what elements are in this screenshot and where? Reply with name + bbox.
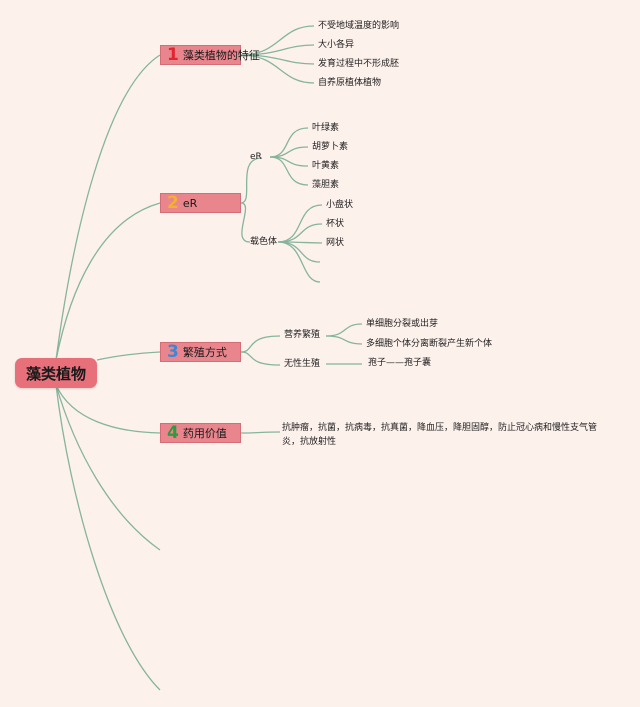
leaf-node[interactable]: 叶绿素 xyxy=(312,123,340,133)
branch-number: 3 xyxy=(167,341,179,362)
link-b2g2-leaf-5 xyxy=(277,241,321,283)
leaf-node[interactable]: 网状 xyxy=(326,238,345,248)
branch-3[interactable]: 3 繁殖方式 xyxy=(160,342,241,362)
leaf-node[interactable]: 大小各异 xyxy=(318,40,355,50)
leaf-node[interactable]: 不受地域温度的影响 xyxy=(318,21,400,31)
branch-1[interactable]: 1 藻类植物的特征 xyxy=(160,44,260,65)
link-root-empty-2 xyxy=(55,384,161,691)
link-b2-group-2 xyxy=(240,202,251,243)
link-b2-group-1 xyxy=(240,157,263,204)
link-b3-group-1 xyxy=(240,335,281,353)
branch-label: 繁殖方式 xyxy=(182,346,227,359)
link-root-branch-2 xyxy=(55,202,161,361)
link-root-empty-1 xyxy=(55,384,161,551)
leaf-node[interactable]: 小盘状 xyxy=(326,200,354,210)
link-b2g1-leaf-1 xyxy=(269,127,309,158)
root-topic[interactable]: 藻类植物 xyxy=(15,358,97,388)
description-node[interactable]: 抗肿瘤，抗菌，抗病毒，抗真菌，降血压，降胆固醇，防止冠心病和慢性支气管炎，抗放射… xyxy=(282,423,598,447)
link-b3g1-leaf-2 xyxy=(325,335,363,345)
leaf-node[interactable]: 发育过程中不形成胚 xyxy=(318,59,400,69)
leaf-node[interactable]: 胡萝卜素 xyxy=(312,142,349,152)
branch-label: 药用价值 xyxy=(182,427,227,440)
group-node[interactable]: 无性生殖 xyxy=(284,359,321,369)
group-node[interactable]: 营养繁殖 xyxy=(284,330,321,340)
link-b2g2-leaf-2 xyxy=(277,223,323,243)
leaf-node[interactable]: 叶黄素 xyxy=(312,161,340,171)
branch-number: 4 xyxy=(167,422,179,443)
link-b4-description xyxy=(240,431,281,434)
leaf-node[interactable]: 孢子——孢子囊 xyxy=(368,358,432,368)
link-b3-group-2 xyxy=(240,351,281,366)
leaf-node[interactable]: 藻胆素 xyxy=(312,180,340,190)
link-root-branch-4 xyxy=(55,384,161,434)
group-node[interactable]: eR xyxy=(250,152,262,162)
branch-label: 藻类植物的特征 xyxy=(182,49,260,62)
link-b1-leaf-4 xyxy=(240,54,315,84)
branch-2[interactable]: 2 eR xyxy=(160,193,241,213)
branch-number: 1 xyxy=(167,44,179,65)
link-b2g2-leaf-1 xyxy=(277,204,323,243)
link-root-branch-1 xyxy=(55,54,161,361)
link-b2g1-leaf-4 xyxy=(269,156,309,186)
branch-4[interactable]: 4 药用价值 xyxy=(160,423,241,443)
leaf-node[interactable]: 单细胞分裂或出芽 xyxy=(366,319,439,329)
link-root-branch-3 xyxy=(96,351,161,361)
branch-number: 2 xyxy=(167,192,179,213)
link-b3g1-leaf-1 xyxy=(325,323,363,337)
leaf-node[interactable]: 杯状 xyxy=(326,219,345,229)
branch-label: eR xyxy=(182,196,198,210)
link-b2g2-leaf-4 xyxy=(277,241,321,263)
leaf-node[interactable]: 多细胞个体分离断裂产生新个体 xyxy=(366,339,493,349)
leaf-node[interactable]: 自养原植体植物 xyxy=(318,78,382,88)
group-node[interactable]: 载色体 xyxy=(250,237,278,247)
